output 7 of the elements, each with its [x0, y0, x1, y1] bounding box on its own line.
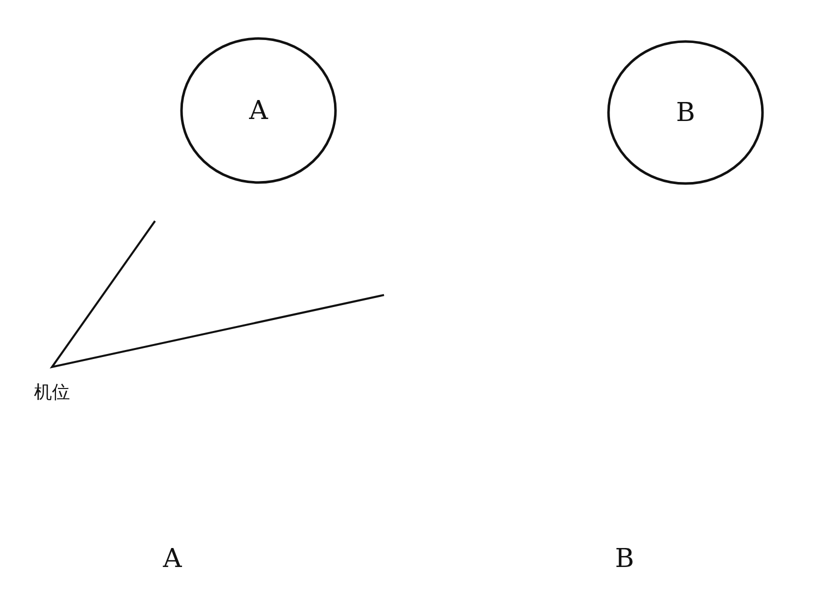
circle-node [607, 40, 764, 185]
figure-label: A [163, 544, 182, 574]
camera-position-label: 机位 [34, 381, 70, 404]
node-label: A [249, 96, 268, 126]
node-label: B [676, 98, 696, 128]
circle-node [180, 37, 337, 184]
figure-label: B [615, 544, 634, 574]
